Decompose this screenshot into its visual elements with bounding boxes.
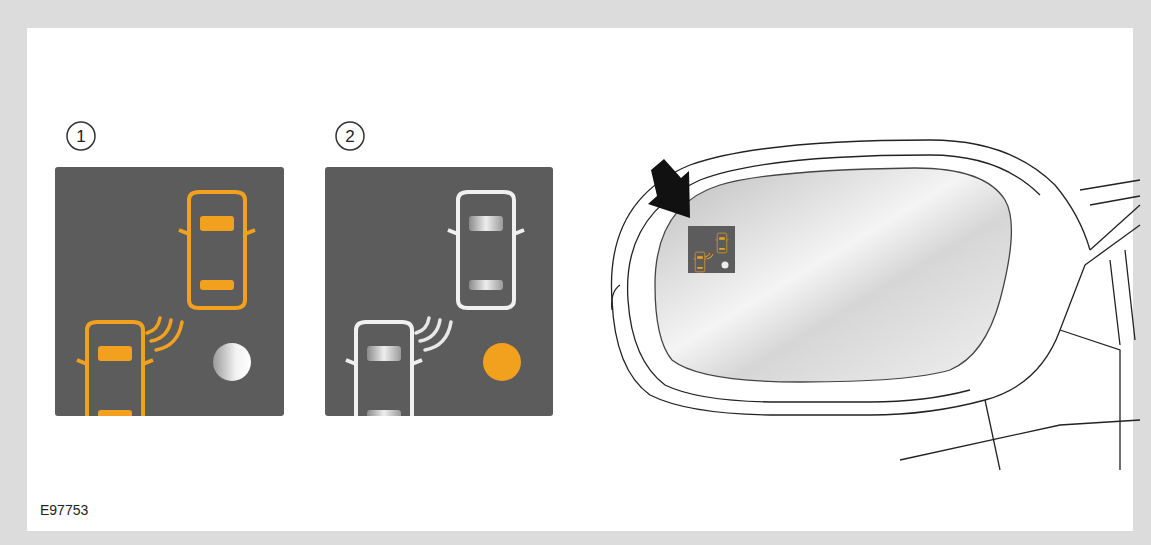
indicator-panel [55, 167, 284, 416]
callout-number: 2 [345, 128, 354, 145]
mirror-glass [655, 168, 1011, 382]
door-mirror [611, 140, 1140, 470]
callout-circle [336, 122, 364, 150]
pointer-arrow [648, 159, 690, 218]
figure-id: E97753 [40, 503, 88, 517]
indicator-panel [325, 167, 553, 416]
mirror-indicator [688, 226, 735, 273]
callout-circle [67, 122, 95, 150]
callout-number: 1 [76, 128, 85, 145]
